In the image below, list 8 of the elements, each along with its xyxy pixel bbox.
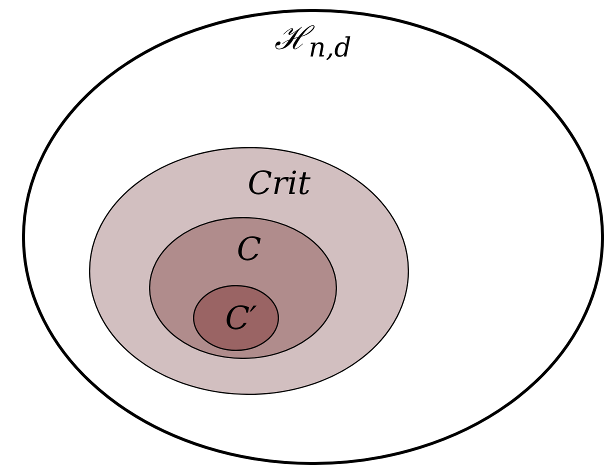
set-label: Crit <box>248 167 310 199</box>
set-ellipse <box>22 9 604 465</box>
set-ellipse <box>149 217 337 359</box>
set-ellipse <box>89 147 409 395</box>
set-ellipse <box>193 285 279 351</box>
set-label: C <box>236 233 262 265</box>
set-label: C′ <box>225 302 257 334</box>
set-label: ℋ$_{n,d}$ <box>274 22 352 62</box>
